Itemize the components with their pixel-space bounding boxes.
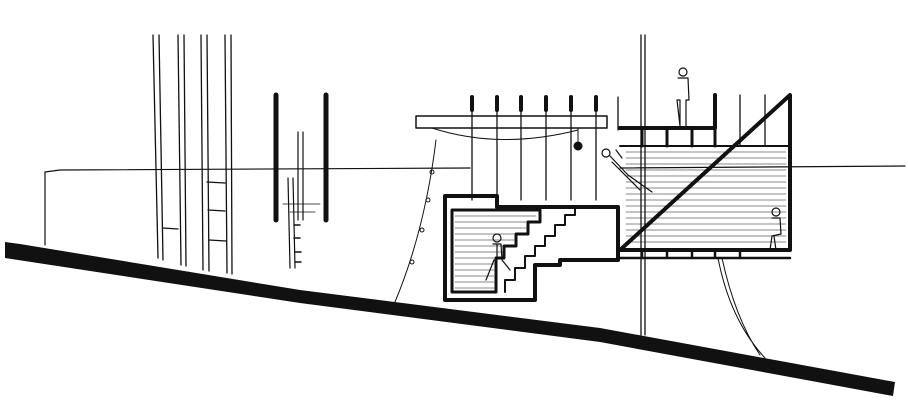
roof-beam-and-posts [415,95,619,201]
person-on-stairs [485,233,511,281]
horizon-line [44,165,906,246]
ground-line [5,242,895,396]
open-frame [273,92,329,269]
person-sliding [601,148,653,193]
ladder-poles [152,34,233,275]
ropes [394,139,766,359]
person-sitting [769,207,782,251]
human-figures [485,67,782,281]
tall-pole [640,34,646,336]
upper-volume [618,93,792,260]
stair-volume [443,194,620,302]
person-standing-roof [676,67,690,127]
